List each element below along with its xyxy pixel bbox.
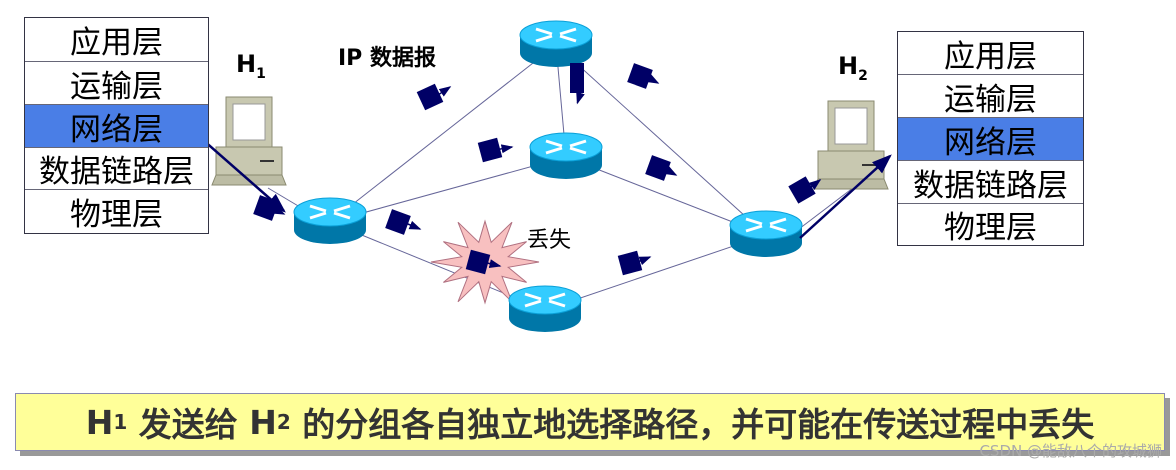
router-icon: [529, 132, 603, 179]
layer-datalink: 数据链路层: [25, 148, 208, 190]
banner-h1: H: [85, 402, 114, 442]
right-protocol-stack: 应用层 运输层 网络层 数据链路层 物理层: [897, 31, 1084, 246]
packet-icon: [788, 176, 816, 204]
watermark: CSDN @能敌八个的攻城狮: [979, 442, 1162, 460]
screen: [232, 103, 266, 141]
packet-arrow: [576, 91, 585, 105]
link-line: [544, 234, 767, 311]
datagram-label: IP 数据报: [338, 46, 436, 71]
packet-arrow: [806, 179, 822, 191]
packet-icon: [477, 137, 503, 163]
host1-computer-icon: [211, 96, 287, 186]
host2-label: H2: [838, 52, 868, 84]
router-top: [508, 285, 582, 315]
layer-application: 应用层: [25, 18, 208, 62]
layer-physical: 物理层: [70, 197, 163, 233]
layer-datalink: 数据链路层: [898, 161, 1083, 204]
left-protocol-stack: 应用层 运输层 网络层 数据链路层 物理层: [24, 17, 209, 234]
host1-sub: 1: [256, 65, 266, 82]
router-top: [529, 132, 603, 162]
router-arrows: [545, 139, 587, 155]
router-icon: [293, 197, 367, 244]
packet-icon: [570, 63, 584, 93]
router-arrows: [745, 217, 787, 233]
banner-text-2: 的分组各自独立地选择路径，并可能在传送过程中丢失: [290, 405, 1095, 444]
layer-network: 网络层: [898, 118, 1083, 161]
receive-arrow: [799, 154, 892, 239]
link-line: [555, 44, 767, 236]
layer-network: 网络层: [25, 105, 208, 148]
lost-label: 丢失: [527, 228, 572, 253]
router-icon: [508, 285, 582, 332]
packet-arrow: [634, 256, 652, 266]
keyboard: [813, 178, 889, 190]
link-line: [329, 44, 557, 223]
router-arrows: [309, 204, 351, 220]
packet-icon: [416, 83, 444, 111]
packet-arrow: [402, 220, 422, 230]
router-icon: [729, 210, 803, 257]
packet-icon: [645, 155, 671, 181]
router-top: [293, 197, 367, 227]
layer-application: 应用层: [898, 32, 1083, 75]
packet-icon: [617, 250, 643, 276]
host1-label: H1: [236, 50, 266, 82]
packet-icon: [465, 249, 491, 275]
packet-icon: [385, 209, 411, 235]
packet-arrow: [644, 74, 660, 84]
packet-arrow: [434, 86, 452, 98]
banner-h1-sub: 1: [113, 410, 128, 434]
packet-arrow: [482, 259, 502, 268]
banner-h2-sub: 2: [276, 410, 291, 434]
packet-icon: [253, 195, 279, 221]
host2-sub: 2: [858, 67, 868, 84]
packet-arrow: [270, 205, 286, 215]
link-line: [329, 156, 567, 223]
host2-computer-icon: [813, 100, 889, 190]
layer-transport: 运输层: [25, 62, 208, 105]
router-arrows: [535, 27, 577, 43]
router-arrows: [524, 292, 566, 308]
layer-transport: 运输层: [898, 75, 1083, 118]
router-top: [729, 210, 803, 240]
router-icon: [519, 20, 593, 67]
screen: [834, 107, 868, 145]
packet-arrow: [662, 166, 678, 176]
packet-arrow: [494, 144, 514, 154]
layer-physical: 物理层: [944, 210, 1037, 246]
host1-letter: H: [236, 50, 257, 78]
banner-h2: H: [249, 402, 277, 442]
packet-icon: [627, 63, 653, 89]
router-top: [519, 20, 593, 50]
host2-letter: H: [838, 52, 859, 80]
banner-text-1: 发送给: [127, 405, 250, 444]
